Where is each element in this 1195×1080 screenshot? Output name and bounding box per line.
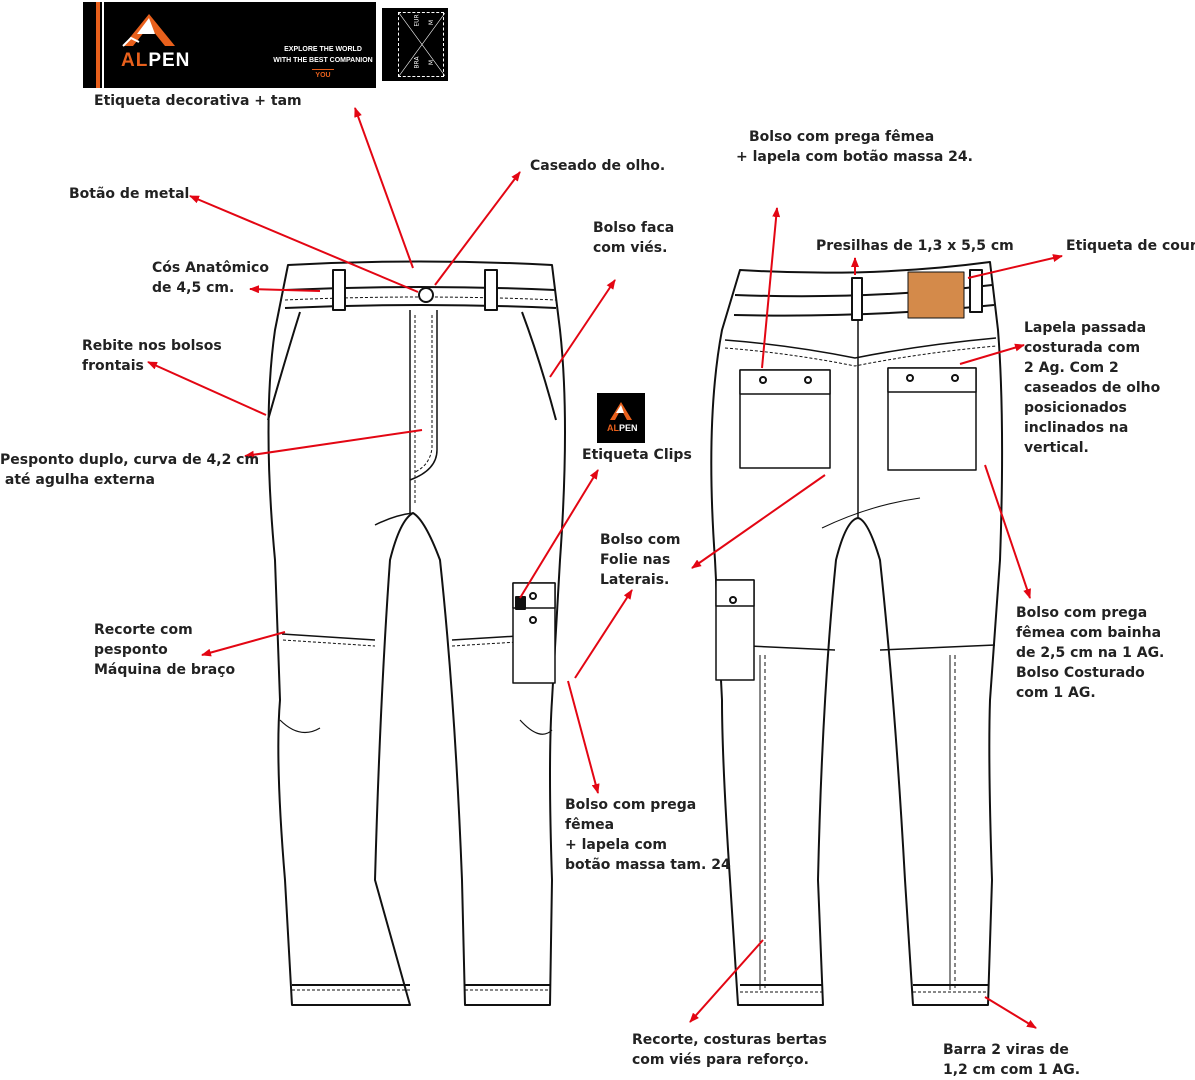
- arrow-etiqueta-couro: [967, 254, 1063, 279]
- label-stripe: [102, 2, 104, 88]
- mountain-logo-icon: [122, 14, 175, 47]
- arrow-caseado: [434, 171, 521, 286]
- arrow-bolso-prega-costas: [761, 207, 781, 369]
- arrow-recorte-frente: [201, 631, 286, 657]
- metal-button: [418, 287, 434, 303]
- mountain-logo-icon: [610, 402, 632, 420]
- label-etiqueta-decorativa: Etiqueta decorativa + tam: [94, 93, 302, 109]
- label-etiqueta-couro: Etiqueta de couro: [1066, 238, 1195, 254]
- label-pesponto: Pesponto duplo, curva de 4,2 cm até agul…: [0, 452, 260, 488]
- leather-patch: [907, 271, 965, 319]
- arrow-pesponto: [244, 429, 423, 459]
- clip-tag: ALPEN: [597, 393, 645, 443]
- arrow-etiqueta-clips: [519, 469, 599, 599]
- arrow-barra: [984, 996, 1037, 1029]
- front-pants-drawing: [267, 260, 566, 1006]
- label-presilhas: Presilhas de 1,3 x 5,5 cm: [816, 238, 1014, 254]
- decorative-label: ALPEN EXPLORE THE WORLD WITH THE BEST CO…: [83, 2, 376, 88]
- arrow-botao-metal: [189, 195, 419, 293]
- arrow-etiqueta-decorativa: [354, 107, 414, 269]
- brand-logo: ALPEN: [121, 50, 191, 71]
- annotation-arrows: [147, 107, 1063, 1029]
- arrow-bolso-prega-frente: [567, 680, 600, 794]
- label-etiqueta-clips: Etiqueta Clips: [582, 447, 692, 463]
- arrow-bolso-folie-back: [691, 474, 826, 569]
- brand-tagline: EXPLORE THE WORLD WITH THE BEST COMPANIO…: [273, 46, 373, 79]
- label-stripe: [96, 2, 100, 88]
- arrow-rebite: [147, 361, 267, 416]
- arrow-bolso-bainha: [984, 464, 1031, 599]
- size-tag-cross: [399, 13, 445, 76]
- label-bolso-prega-costas: Bolso com prega fêmea+ lapela com botão …: [736, 129, 973, 165]
- arrow-lapela: [959, 343, 1025, 365]
- back-pants-drawing: [710, 261, 1004, 1006]
- size-tag: EUR M BRA M: [382, 8, 448, 81]
- arrow-cos: [249, 285, 321, 294]
- label-botao-metal: Botão de metal: [69, 186, 190, 202]
- arrow-bolso-faca: [549, 279, 616, 378]
- arrow-recorte-costas: [689, 939, 764, 1023]
- label-caseado: Caseado de olho.: [530, 158, 666, 174]
- arrow-bolso-folie-front: [574, 589, 633, 679]
